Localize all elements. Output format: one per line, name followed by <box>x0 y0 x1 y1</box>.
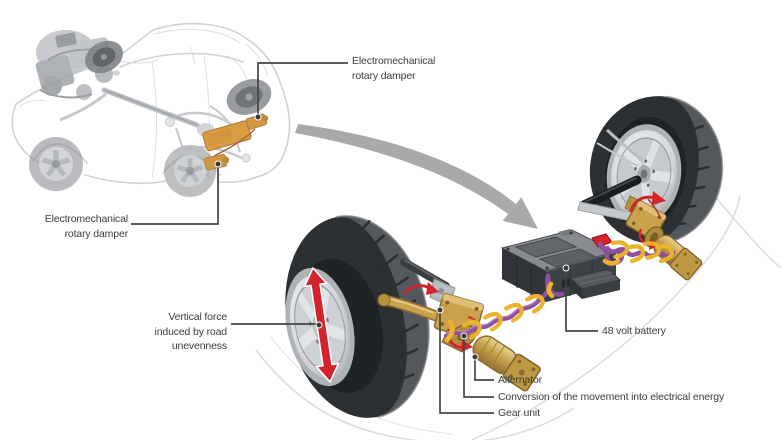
highlighted-damper-upper <box>245 113 269 130</box>
callout-dot-coupling <box>460 332 468 340</box>
highlighted-wiring <box>213 128 256 157</box>
label-48-volt-battery: 48 volt battery <box>602 325 666 337</box>
half-shaft <box>579 175 642 210</box>
car-wheel-front-left <box>29 137 83 191</box>
cable-clip-elbow <box>444 319 455 343</box>
car-driveshaft <box>59 87 200 128</box>
callout-dot-battery <box>562 264 570 272</box>
callout-dot-wheel <box>315 321 323 329</box>
highlighted-battery-unit <box>202 120 252 152</box>
label-electromechanical-rotary-damper-left: Electromechanical rotary damper <box>44 213 128 240</box>
rotation-arrow-lever <box>402 282 439 295</box>
car-wheel-front-right <box>84 40 124 74</box>
label-gear-unit: Gear unit <box>498 407 540 419</box>
right-suspension-arms <box>596 128 643 167</box>
half-shaft-sheen <box>584 177 637 203</box>
cable-right-run <box>597 241 674 266</box>
callout-dot-damper-lower <box>214 160 222 168</box>
car-wheel-rear-left <box>164 145 216 197</box>
label-vertical-force: Vertical force induced by road unevennes… <box>154 311 228 352</box>
right-alternator-end-cap <box>669 247 703 281</box>
right-damper-assembly <box>597 191 703 281</box>
leader-lines <box>131 62 598 414</box>
right-sensor-wire <box>647 198 662 220</box>
left-wheel <box>285 215 430 418</box>
callout-dot-alternator <box>471 353 479 361</box>
label-conversion: Conversion of the movement into electric… <box>498 391 725 403</box>
zoom-arrow <box>295 124 538 229</box>
alternator-end-cap <box>502 353 541 392</box>
label-electromechanical-rotary-damper-top: Electromechanical rotary damper <box>352 55 436 82</box>
ghost-car <box>11 22 291 197</box>
cable-clip <box>546 281 555 299</box>
cable-left-run <box>443 275 555 343</box>
cable-clip <box>602 258 621 266</box>
car-highlighted-erot-system <box>202 113 269 171</box>
callout-dot-damper-rear <box>254 113 262 121</box>
label-alternator: Alternator <box>498 374 543 386</box>
car-wheel-rear-right <box>226 79 272 115</box>
callout-dot-gear-unit <box>436 306 444 314</box>
battery-48v <box>500 229 622 302</box>
car-far-wheels <box>84 40 272 115</box>
